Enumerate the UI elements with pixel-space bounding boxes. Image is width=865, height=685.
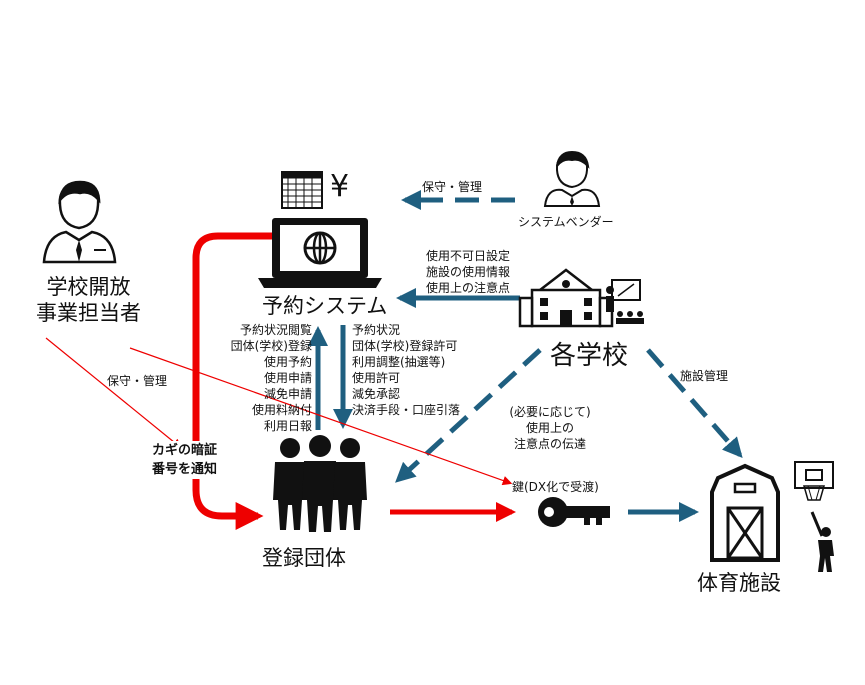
gym-building-icon bbox=[710, 463, 780, 562]
vendor-label: システムベンダー bbox=[518, 215, 614, 229]
yen-icon: ¥ bbox=[330, 169, 350, 204]
school-settings-label: 使用不可日設定 施設の使用情報 使用上の注意点 bbox=[425, 249, 510, 295]
group-people-icon bbox=[273, 435, 367, 532]
facility-management-label: 施設管理 bbox=[680, 369, 729, 383]
key-icon bbox=[538, 497, 610, 527]
basketball-hoop-icon bbox=[794, 461, 834, 501]
schools-label: 各学校 bbox=[550, 341, 629, 371]
sports-facility-label: 体育施設 bbox=[697, 571, 781, 595]
school-notice-label: (必要に応じて) 使用上の 注意点の伝達 bbox=[509, 405, 591, 451]
key-label: 鍵(DX化で受渡) bbox=[512, 480, 599, 494]
key-code-notice-label: カギの暗証 番号を通知 bbox=[150, 441, 220, 479]
officer-maintenance-label: 保守・管理 bbox=[107, 374, 168, 388]
reservation-system-label: 予約システム bbox=[262, 294, 388, 318]
laptop-globe-icon bbox=[258, 218, 382, 288]
registered-group-label: 登録団体 bbox=[262, 546, 346, 570]
vendor-maintenance-label: 保守・管理 bbox=[422, 180, 483, 194]
system-to-group-items: 予約状況 団体(学校)登録許可 利用調整(抽選等) 使用許可 減免承認 決済手段… bbox=[352, 323, 461, 417]
arrow-system-notice-to-group bbox=[192, 232, 272, 530]
arrow-officer-to-key bbox=[129, 347, 513, 486]
arrow-school-to-facility bbox=[646, 348, 743, 459]
vendor-person-icon bbox=[543, 150, 601, 207]
school-officer-label: 学校開放 事業担当者 bbox=[36, 275, 141, 325]
group-to-system-items: 予約状況閲覧 団体(学校)登録 使用予約 使用申請 減免申請 使用料納付 利用日… bbox=[230, 323, 312, 433]
officer-person-icon bbox=[42, 180, 117, 264]
school-building-icon bbox=[518, 268, 614, 328]
calendar-icon bbox=[281, 171, 323, 209]
classroom-icon bbox=[606, 279, 644, 324]
arrow-officer-maintenance bbox=[45, 337, 182, 449]
batter-icon bbox=[810, 511, 834, 572]
